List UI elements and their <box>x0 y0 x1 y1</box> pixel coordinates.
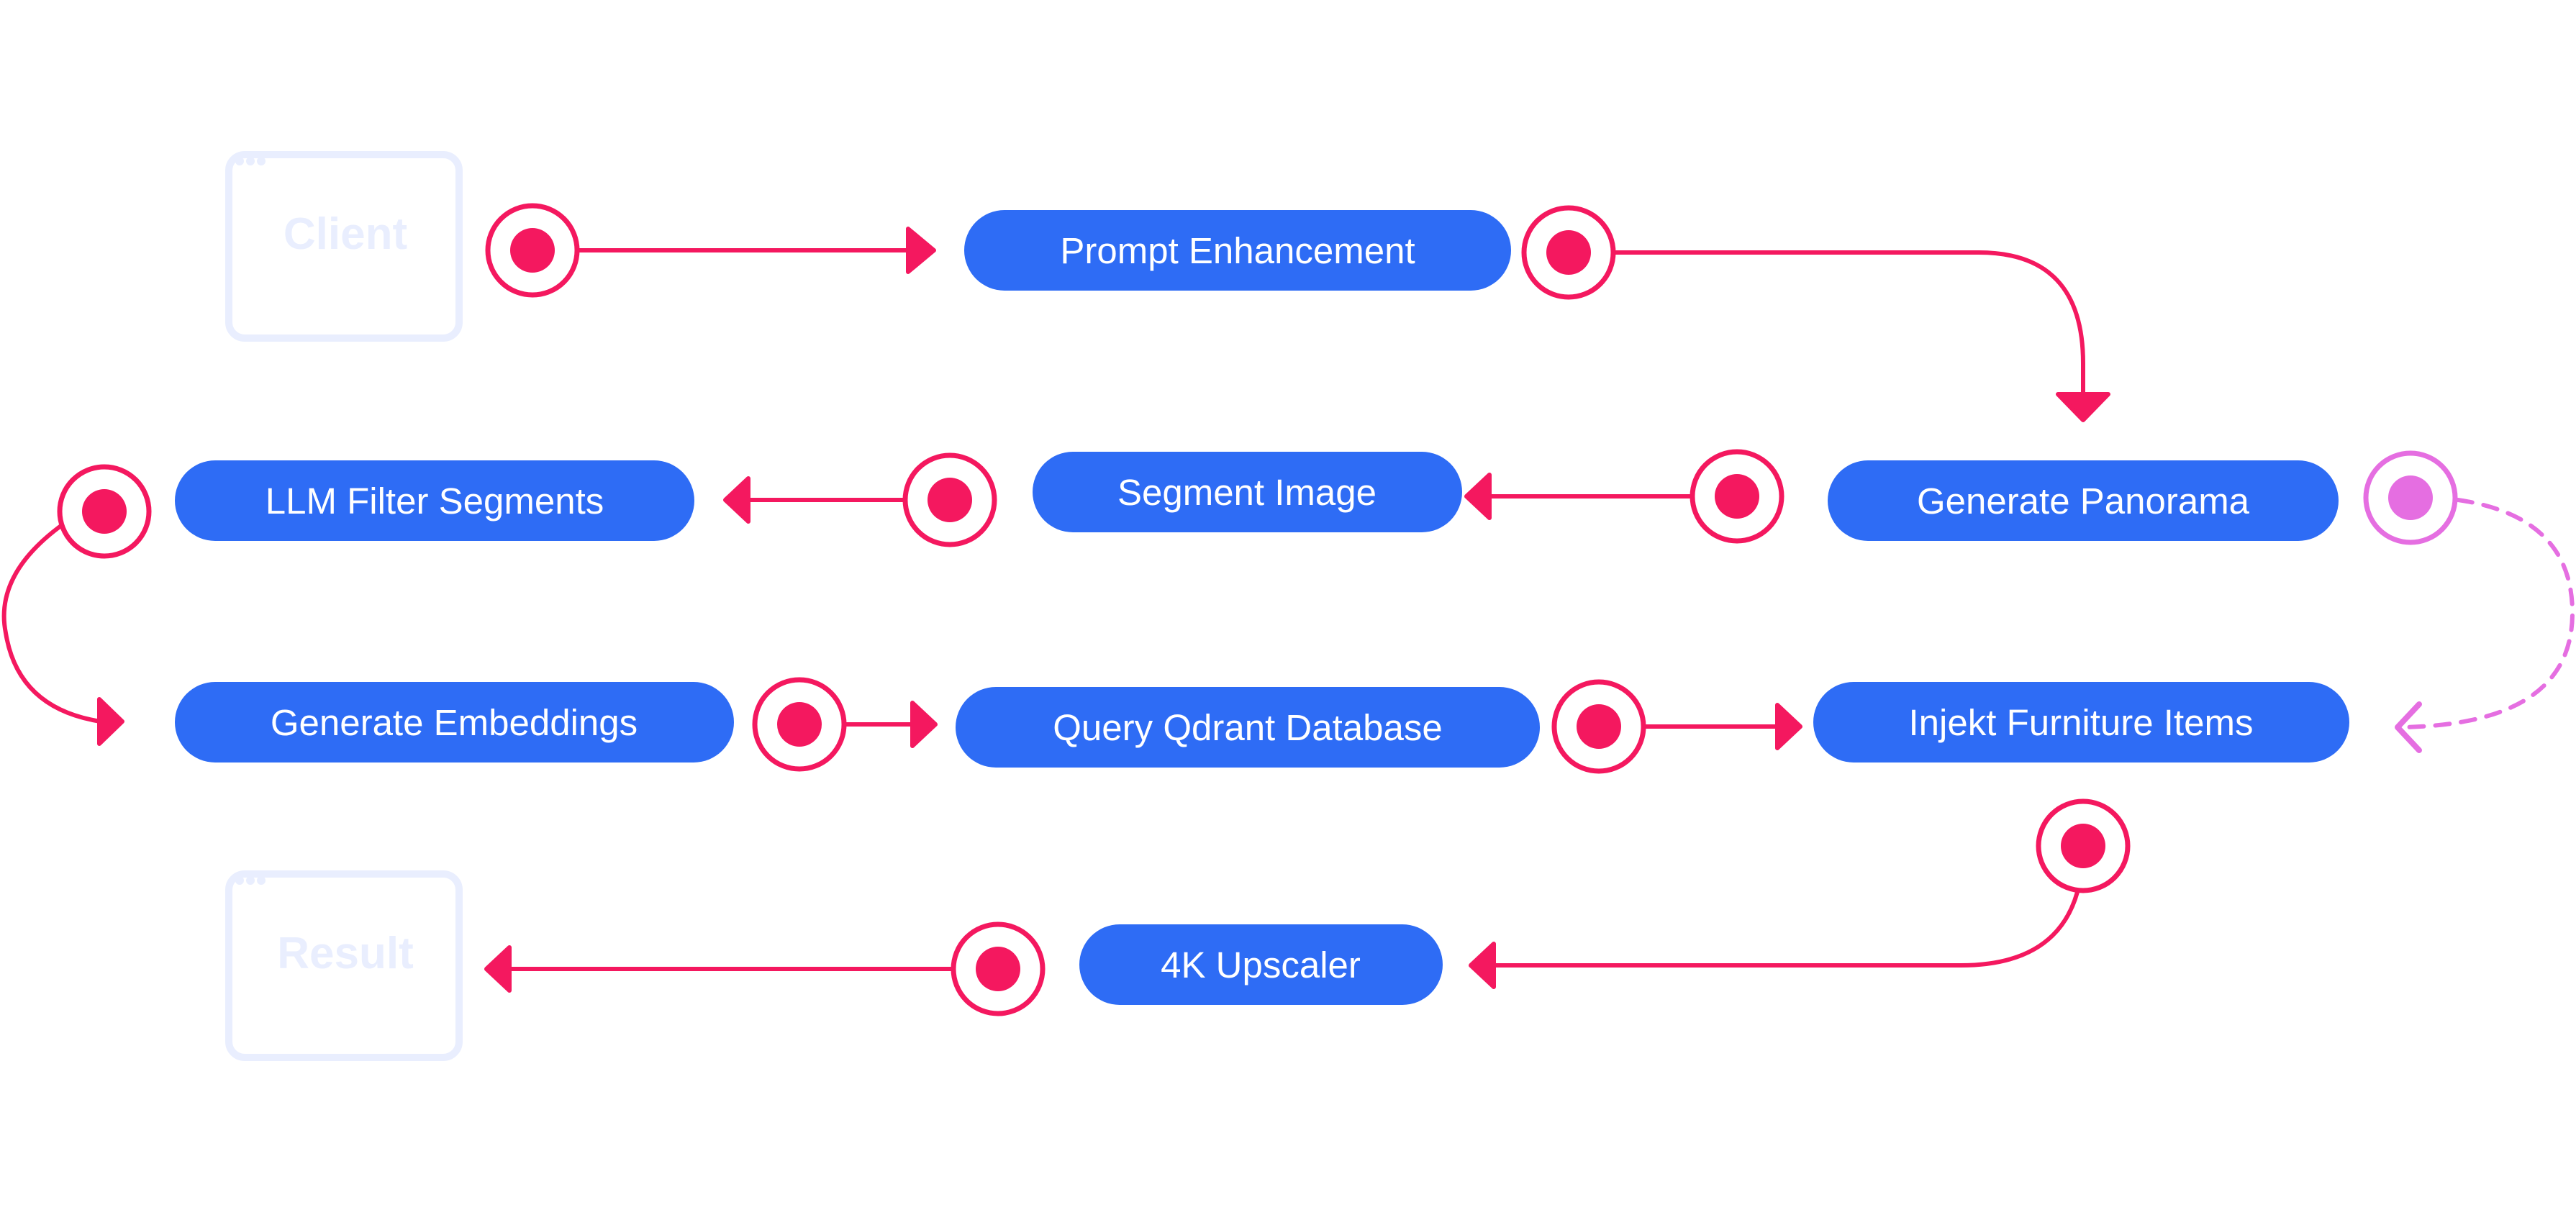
target-icon <box>752 677 847 772</box>
node-4k-upscaler: 4K Upscaler <box>1079 924 1443 1005</box>
result-label: Result <box>277 929 413 978</box>
window-dot-icon <box>246 876 255 885</box>
connector-prompt-to-panorama <box>1566 250 2085 396</box>
node-prompt-enhancement: Prompt Enhancement <box>964 210 1511 291</box>
arrowhead-icon <box>906 227 936 274</box>
target-icon <box>485 203 580 298</box>
target-icon <box>1551 679 1646 774</box>
target-icon <box>1690 449 1784 544</box>
window-dot-icon <box>257 876 266 885</box>
arrowhead-icon <box>723 476 750 524</box>
target-icon <box>951 921 1046 1016</box>
client-label: Client <box>284 209 407 259</box>
node-generate-embeddings: Generate Embeddings <box>175 682 734 762</box>
node-segment-image: Segment Image <box>1033 452 1462 532</box>
node-label: 4K Upscaler <box>1161 944 1361 985</box>
node-label: LLM Filter Segments <box>266 481 604 522</box>
connector-optional-panorama-to-injekt <box>2401 498 2575 729</box>
node-injekt-furniture-items: Injekt Furniture Items <box>1813 682 2349 762</box>
node-llm-filter-segments: LLM Filter Segments <box>175 460 694 541</box>
client-window: Client <box>225 151 463 342</box>
node-label: Segment Image <box>1117 472 1377 513</box>
arrowhead-icon <box>1469 942 1496 989</box>
target-icon <box>902 452 997 547</box>
node-label: Injekt Furniture Items <box>1909 702 2254 743</box>
node-label: Generate Embeddings <box>271 702 638 743</box>
arrowhead-icon <box>910 701 938 748</box>
target-icon <box>1521 205 1616 300</box>
window-dot-icon <box>246 157 255 165</box>
arrowhead-optional-icon <box>2395 701 2422 753</box>
window-dot-icon <box>257 157 266 165</box>
arrowhead-icon <box>1775 703 1802 750</box>
node-label: Query Qdrant Database <box>1053 707 1442 748</box>
node-label: Generate Panorama <box>1917 481 2250 522</box>
target-optional-icon <box>2363 450 2458 545</box>
arrowhead-icon <box>484 945 512 993</box>
connector-injekt-to-upscaler <box>1492 844 2085 968</box>
window-dot-icon <box>235 876 244 885</box>
result-window: Result <box>225 870 463 1061</box>
target-icon <box>57 464 152 559</box>
arrowhead-icon <box>97 697 124 746</box>
node-label: Prompt Enhancement <box>1060 230 1415 271</box>
target-markers <box>57 203 2458 1016</box>
arrowhead-icon <box>2056 392 2110 422</box>
connector-llm-to-embeddings <box>1 512 103 724</box>
node-generate-panorama: Generate Panorama <box>1828 460 2339 541</box>
connectors <box>1 248 2085 971</box>
target-icon <box>2036 798 2131 893</box>
node-query-qdrant-database: Query Qdrant Database <box>956 687 1540 768</box>
arrowheads <box>97 227 2110 993</box>
window-dot-icon <box>235 157 244 165</box>
arrowhead-icon <box>1464 473 1492 520</box>
